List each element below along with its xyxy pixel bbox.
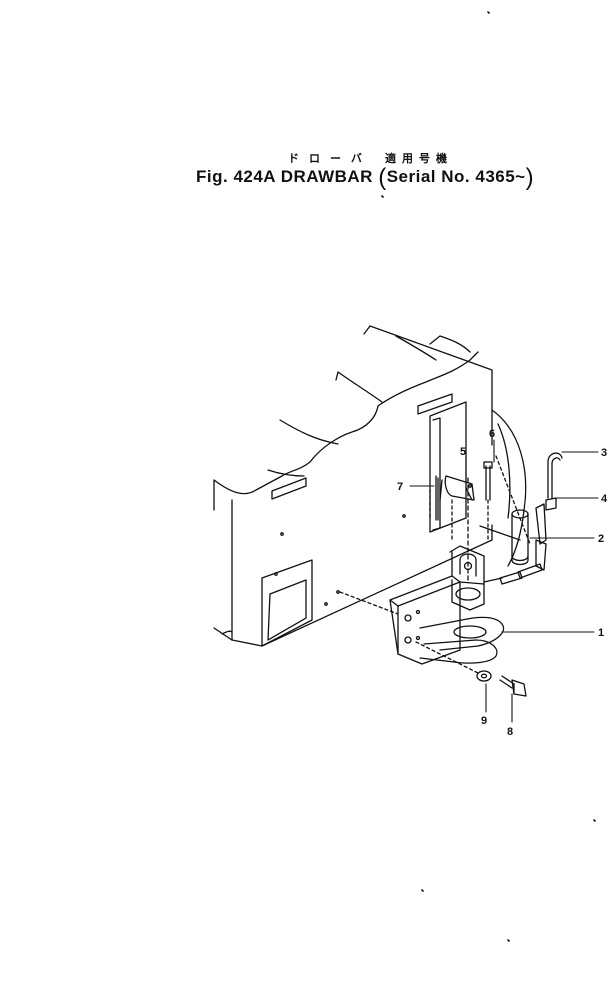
serial-value: 4365~ xyxy=(475,167,526,186)
scan-specks xyxy=(381,11,596,942)
tractor-rear-body xyxy=(213,325,493,647)
mounting-bolt xyxy=(499,675,527,697)
figure-title: Fig. 424A DRAWBAR (Serial No. 4365~) xyxy=(196,166,534,190)
callout-8: 8 xyxy=(507,726,513,738)
drawbar-bracket xyxy=(389,545,505,665)
washer xyxy=(476,670,492,682)
retaining-chain xyxy=(483,497,557,585)
fender-curve xyxy=(479,409,527,567)
drawbar-pin xyxy=(511,509,529,566)
close-paren: ) xyxy=(525,164,535,191)
callout-9: 9 xyxy=(481,715,487,727)
lock-plate xyxy=(435,475,475,521)
figure-number: Fig. 424A xyxy=(196,167,276,186)
callout-1: 1 xyxy=(598,627,604,639)
leader-lines xyxy=(409,439,599,723)
lock-bolt xyxy=(467,461,493,581)
callout-4: 4 xyxy=(601,493,608,505)
title-japanese-applicability: 適用号機 xyxy=(384,153,453,165)
figure-name: DRAWBAR xyxy=(280,167,373,186)
title-japanese: ドローバ 適用号機 xyxy=(288,150,453,166)
callout-6: 6 xyxy=(489,428,495,440)
callout-7: 7 xyxy=(397,481,403,493)
serial-label: Serial No. xyxy=(386,167,471,186)
title-japanese-name: ドローバ xyxy=(288,153,372,165)
callout-3: 3 xyxy=(601,447,607,459)
assembly-guide-lines xyxy=(339,455,531,675)
open-paren: ( xyxy=(378,164,387,191)
callout-2: 2 xyxy=(598,533,604,545)
pin-ring xyxy=(547,452,563,499)
callout-5: 5 xyxy=(460,446,466,458)
